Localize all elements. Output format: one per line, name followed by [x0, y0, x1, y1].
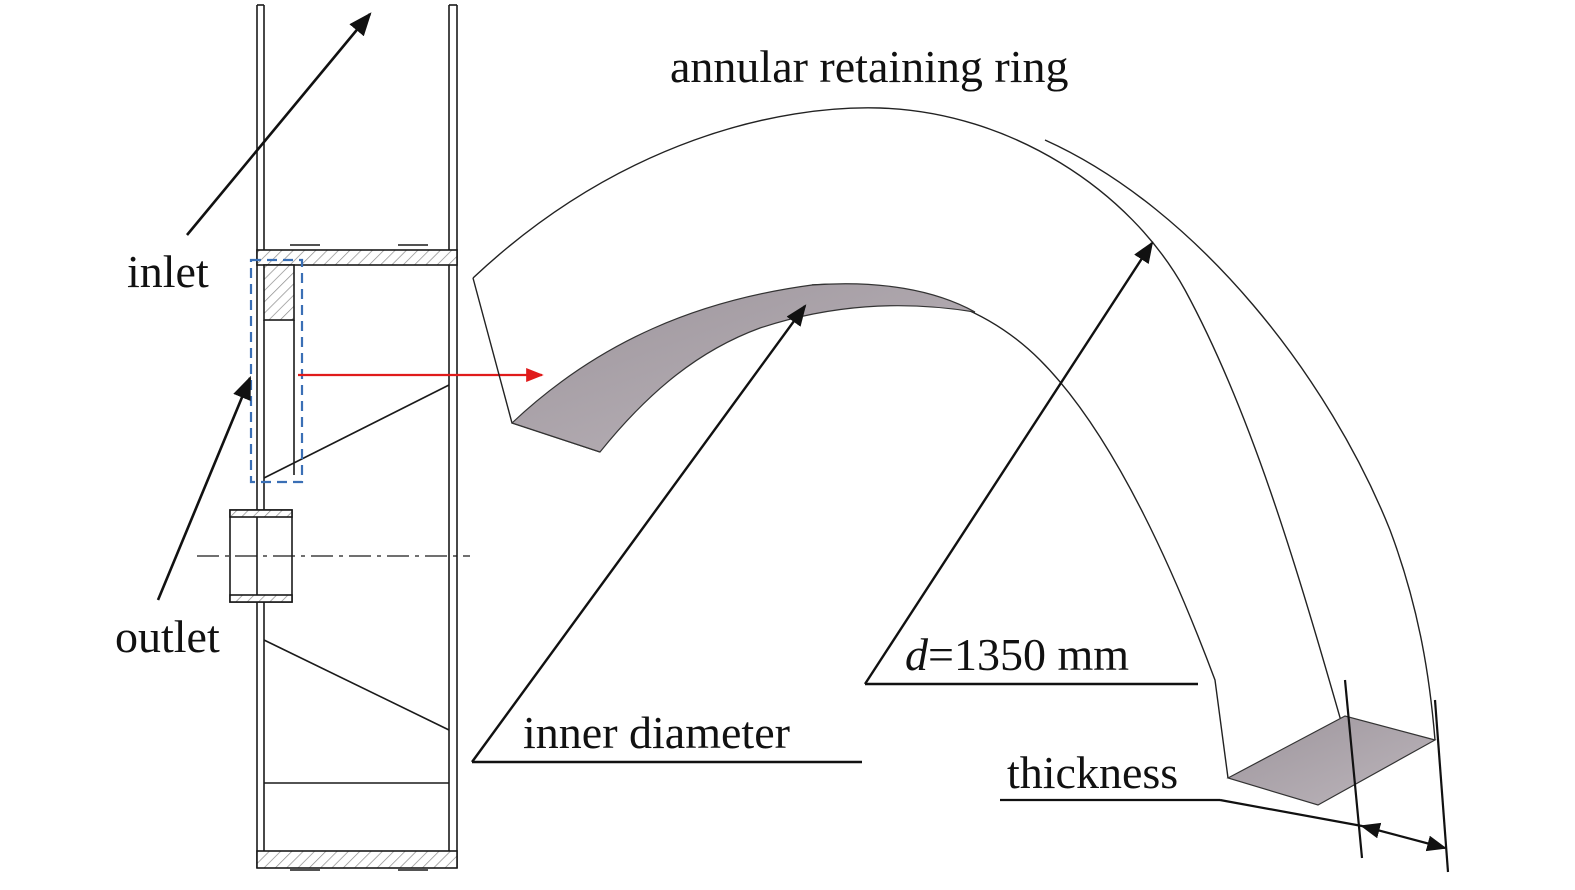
- top-flange: [256, 249, 458, 266]
- diameter-leader: [863, 241, 1198, 686]
- ring-section: [263, 264, 295, 321]
- inlet-arrow: [185, 12, 372, 236]
- title-label: annular retaining ring: [670, 41, 1069, 92]
- diameter-label: d=1350 mm: [905, 629, 1129, 680]
- outlet-label: outlet: [115, 611, 220, 662]
- outlet-arrow: [156, 375, 252, 601]
- inner-diameter-leader: [471, 304, 862, 764]
- bottom-flange: [256, 850, 458, 869]
- thickness-label: thickness: [1007, 747, 1178, 798]
- diameter-symbol: d: [905, 629, 929, 680]
- inner-diameter-label: inner diameter: [523, 707, 790, 758]
- diameter-value: =1350 mm: [928, 629, 1129, 680]
- inner-surface: [510, 283, 976, 453]
- housing-section: [197, 4, 470, 871]
- thickness-dimension: [1000, 679, 1450, 873]
- ring-cut-face: [1226, 715, 1437, 806]
- detail-highlight-box: [249, 258, 304, 484]
- inlet-label: inlet: [127, 246, 209, 297]
